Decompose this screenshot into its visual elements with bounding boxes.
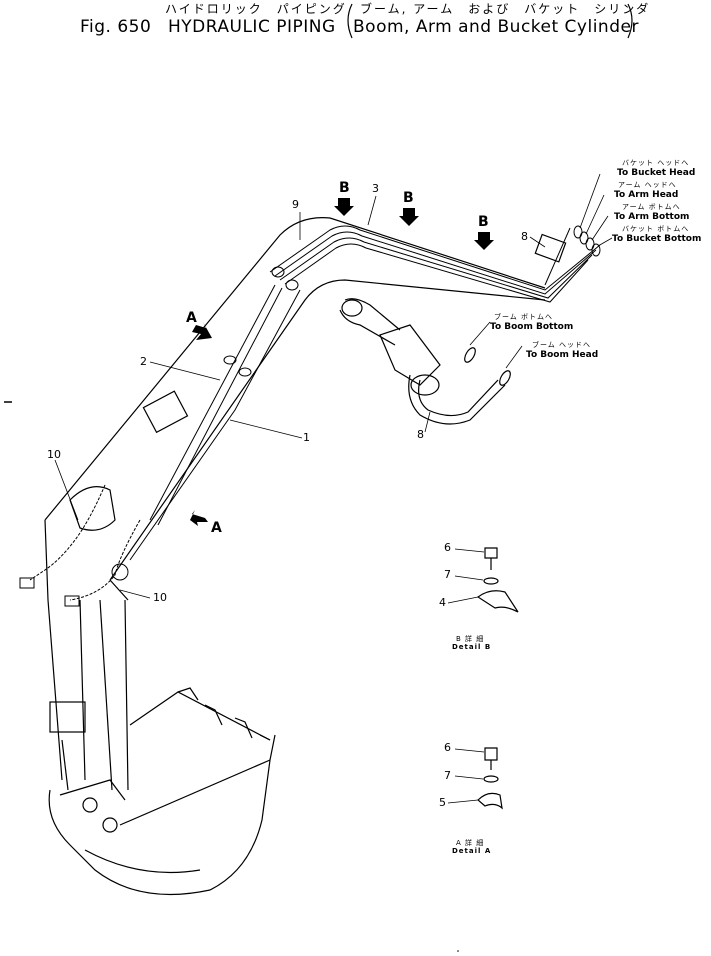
figure-number: Fig. 650 (80, 17, 152, 37)
view-arrow-a-upper: A (186, 310, 197, 326)
figure-title: HYDRAULIC PIPING (168, 17, 336, 37)
leader-lines (54, 173, 613, 599)
callout-1: 1 (303, 431, 310, 444)
callout-8-bottom: 8 (417, 428, 424, 441)
label-boom-head-jp: ブーム ヘッドへ (532, 341, 592, 349)
header-jp-paren-text: ブーム, アーム および バケット シリンダ (360, 2, 651, 16)
detail-a-callout-6: 6 (444, 741, 451, 754)
label-bucket-bottom: To Bucket Bottom (612, 234, 702, 244)
detail-b-jp: B 詳 細 (456, 635, 485, 643)
detail-b-callout-7: 7 (444, 568, 451, 581)
callout-2: 2 (140, 355, 147, 368)
arm-outline (47, 599, 129, 791)
detail-a-parts (447, 747, 503, 810)
label-bucket-head: To Bucket Head (617, 168, 696, 178)
label-arm-head: To Arm Head (614, 190, 679, 200)
detail-b-callout-6: 6 (444, 541, 451, 554)
view-arrow-a-lower: A (211, 520, 222, 536)
label-boom-head: To Boom Head (526, 350, 599, 360)
label-arm-bottom: To Arm Bottom (614, 212, 690, 222)
detail-b-callout-4: 4 (439, 596, 446, 609)
coiled-hoses (19, 484, 141, 607)
boom-cylinder (339, 298, 511, 425)
boom-lines (129, 266, 301, 561)
label-bucket-head-jp: バケット ヘッドへ (622, 159, 690, 167)
header-jp-text: ハイドロリック パイピング (165, 2, 347, 16)
detail-b-label: Detail B (452, 643, 492, 651)
hose-bundle (269, 225, 601, 303)
callout-8-top: 8 (521, 230, 528, 243)
view-arrow-b-3: B (478, 214, 489, 230)
callout-9: 9 (292, 198, 299, 211)
bucket-outline (48, 687, 276, 896)
detail-a-jp: A 詳 細 (456, 839, 485, 847)
label-bucket-bottom-jp: バケット ボトムへ (622, 225, 690, 233)
label-arm-bottom-jp: アーム ボトムへ (622, 203, 681, 211)
callout-10-lower: 10 (153, 591, 167, 604)
view-arrow-b-2: B (403, 190, 414, 206)
boom-outline (44, 217, 546, 601)
view-arrow-b-1: B (339, 180, 350, 196)
detail-a-callout-5: 5 (439, 796, 446, 809)
detail-b-parts (447, 547, 519, 613)
callout-10-upper: 10 (47, 448, 61, 461)
detail-a-callout-7: 7 (444, 769, 451, 782)
figure-subtitle: Boom, Arm and Bucket Cylinder (353, 17, 639, 37)
view-arrows (190, 198, 494, 526)
callout-3: 3 (372, 182, 379, 195)
detail-a-label: Detail A (452, 847, 492, 855)
label-boom-bottom: To Boom Bottom (490, 322, 574, 332)
label-arm-head-jp: アーム ヘッドへ (618, 181, 677, 189)
label-boom-bottom-jp: ブーム ボトムへ (494, 313, 554, 321)
